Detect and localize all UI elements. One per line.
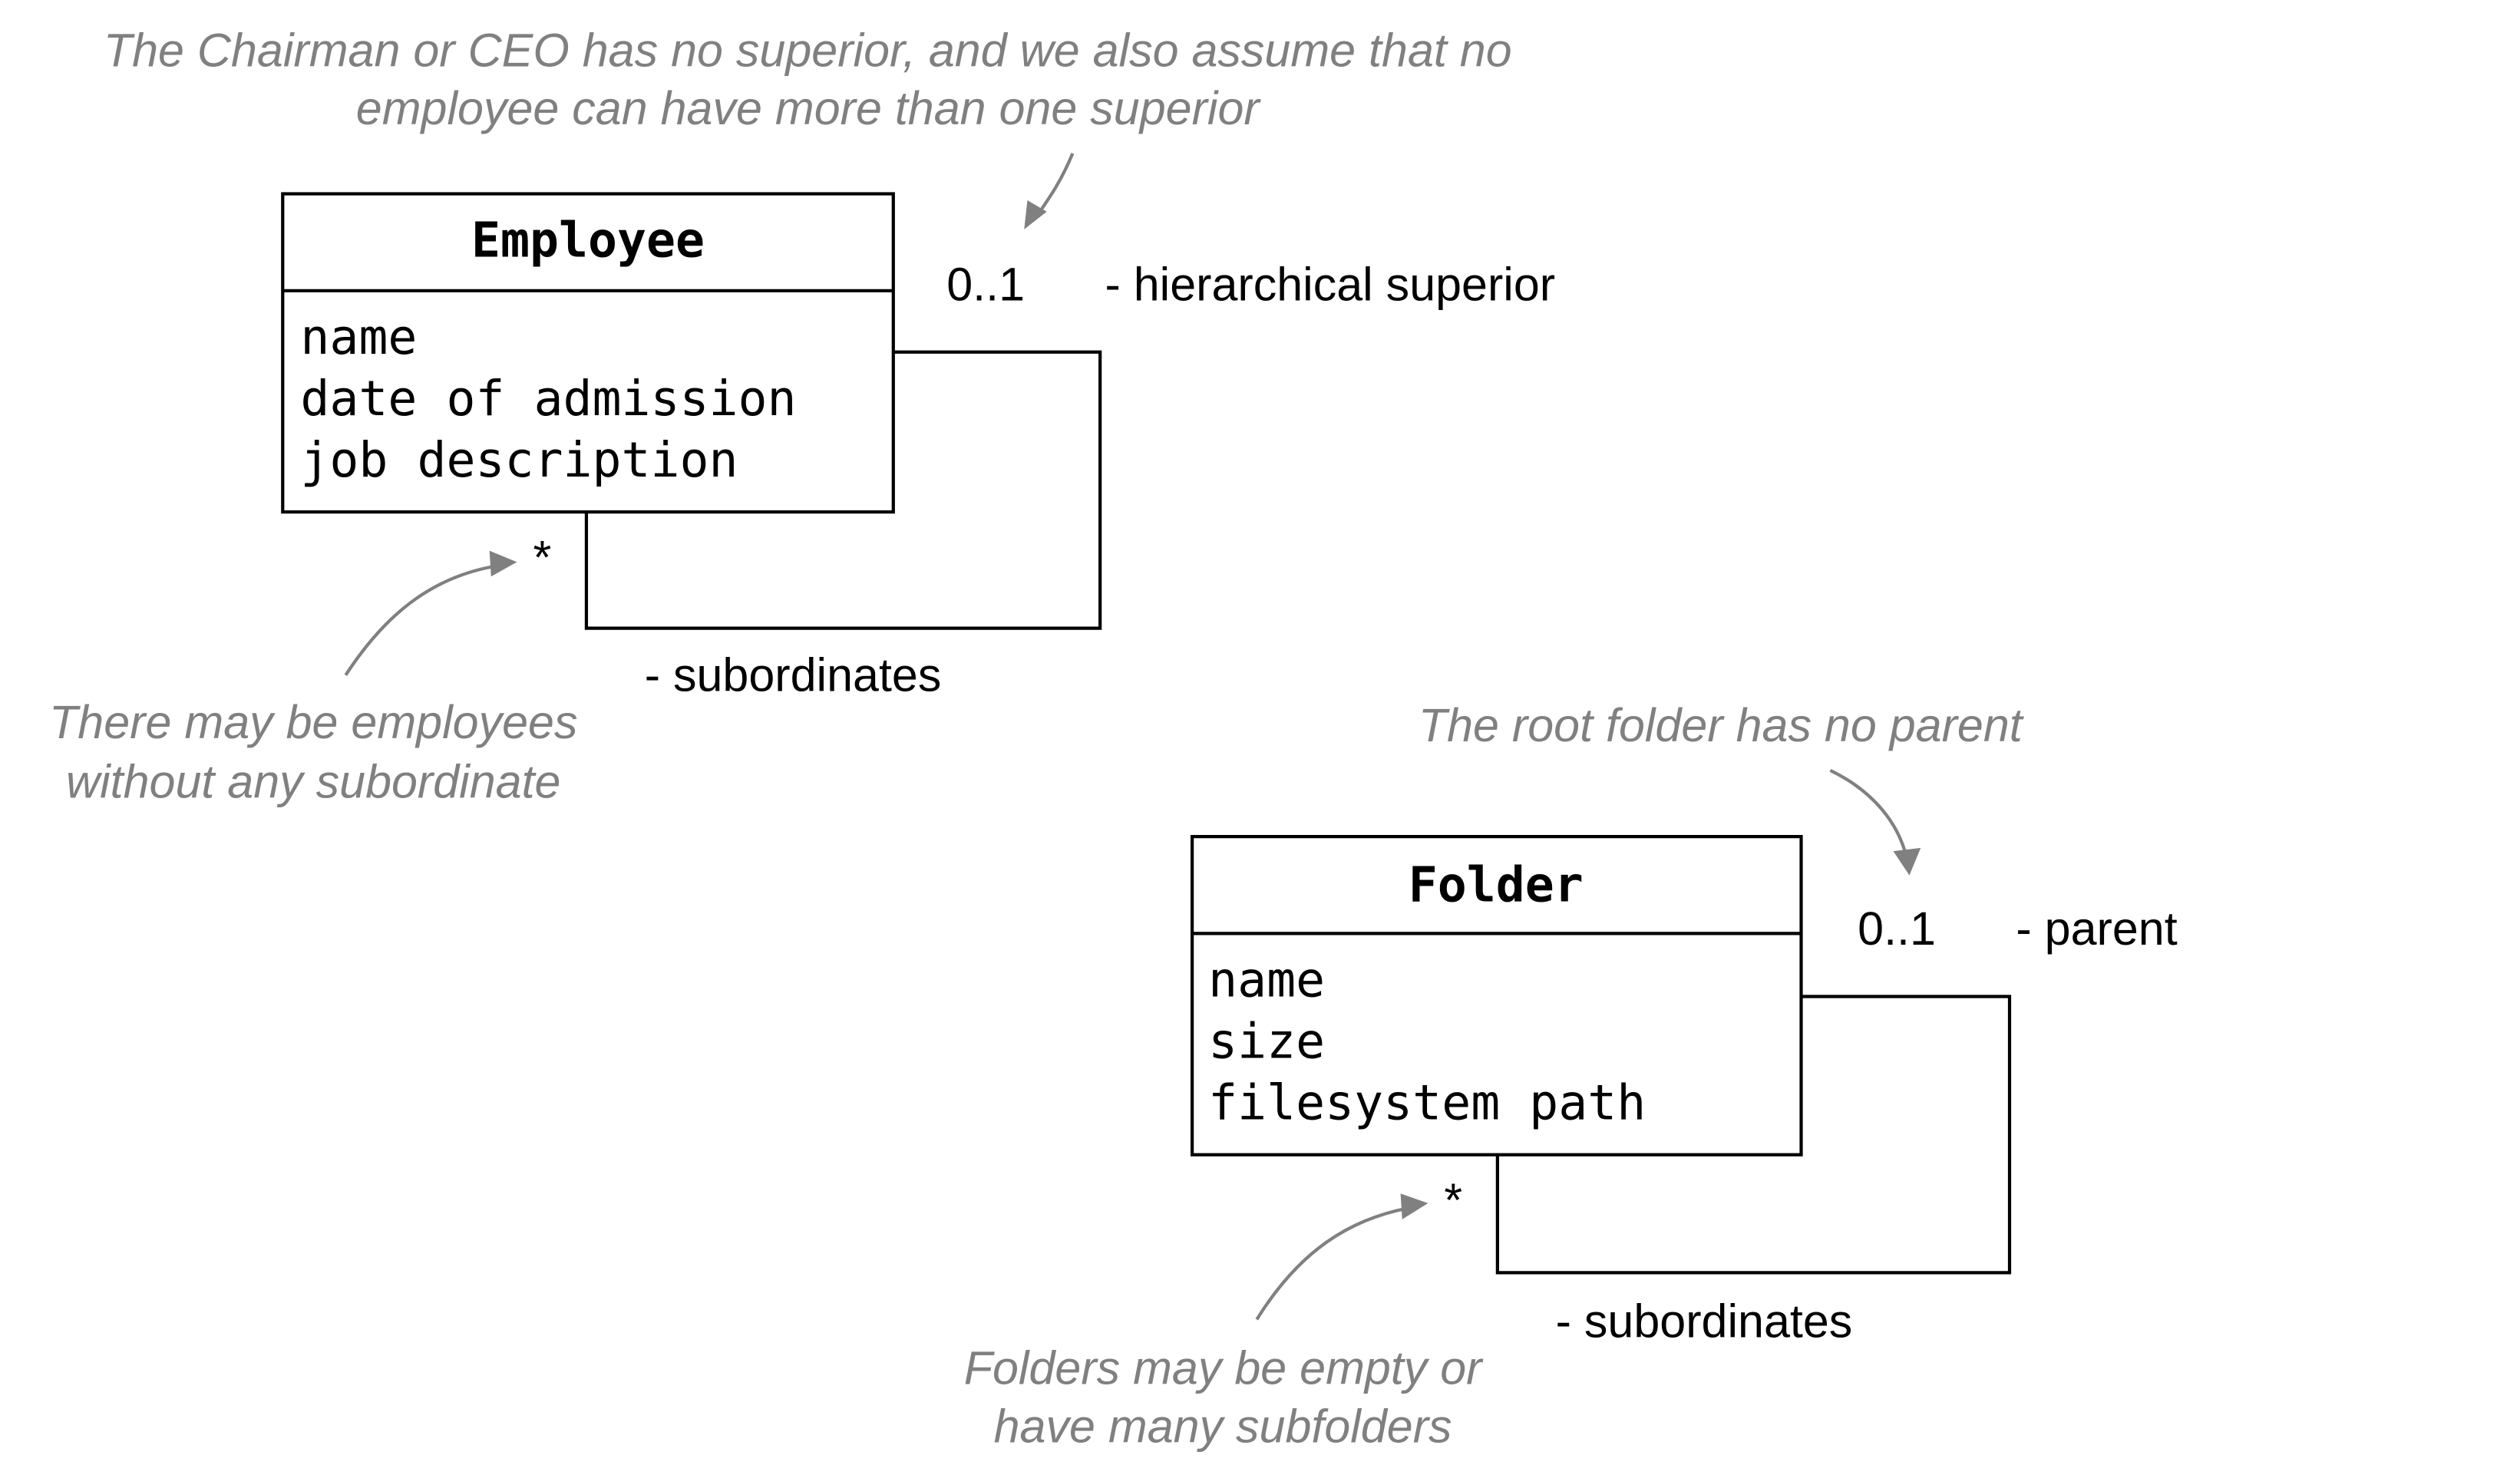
employees-note-line1: There may be employees — [49, 696, 577, 748]
employee-superior-multiplicity: 0..1 — [946, 258, 1025, 310]
ceo-note-arrowhead — [1024, 200, 1047, 229]
folder-subordinates-multiplicity: * — [1444, 1174, 1462, 1226]
employee-attribute: name — [300, 309, 417, 365]
employee-class: Employee name date of admission job desc… — [281, 192, 1102, 630]
folders-note-arrowhead — [1400, 1193, 1428, 1219]
folder-parent-multiplicity: 0..1 — [1858, 902, 1936, 955]
employees-note-arrowhead — [489, 550, 517, 577]
ceo-note-line2: employee can have more than one superior — [356, 82, 1262, 134]
employee-superior-role: - hierarchical superior — [1105, 258, 1555, 310]
employees-note-line2: without any subordinate — [66, 756, 560, 808]
employee-class-box — [281, 192, 895, 514]
employee-self-association — [584, 350, 1102, 630]
root-folder-note: The root folder has no parent — [1419, 699, 2025, 751]
ceo-note-line1: The Chairman or CEO has no superior, and… — [104, 24, 1512, 76]
folders-note-line1: Folders may be empty or — [964, 1342, 1484, 1394]
employee-attribute: job description — [300, 431, 738, 488]
folders-note-arrow — [1255, 1206, 1409, 1321]
folder-attribute: name — [1208, 951, 1325, 1008]
employees-note-arrow — [344, 563, 501, 676]
folder-parent-role: - parent — [2016, 902, 2177, 955]
folder-class: Folder name size filesystem path — [1191, 835, 2012, 1275]
employee-subordinates-multiplicity: * — [533, 531, 551, 583]
folder-attribute: size — [1208, 1012, 1325, 1069]
folder-class-box — [1191, 835, 1803, 1156]
folders-note-line2: have many subfolders — [994, 1400, 1452, 1452]
employee-attribute: date of admission — [300, 370, 796, 427]
root-folder-note-arrowhead — [1893, 847, 1921, 876]
folder-class-title: Folder — [1409, 856, 1584, 912]
folder-subordinates-role: - subordinates — [1556, 1295, 1853, 1348]
employee-subordinates-role: - subordinates — [645, 649, 942, 701]
root-folder-note-arrow — [1829, 768, 1908, 856]
folder-attribute: filesystem path — [1208, 1074, 1646, 1130]
folder-self-association — [1495, 995, 2012, 1275]
employee-class-title: Employee — [471, 212, 705, 269]
